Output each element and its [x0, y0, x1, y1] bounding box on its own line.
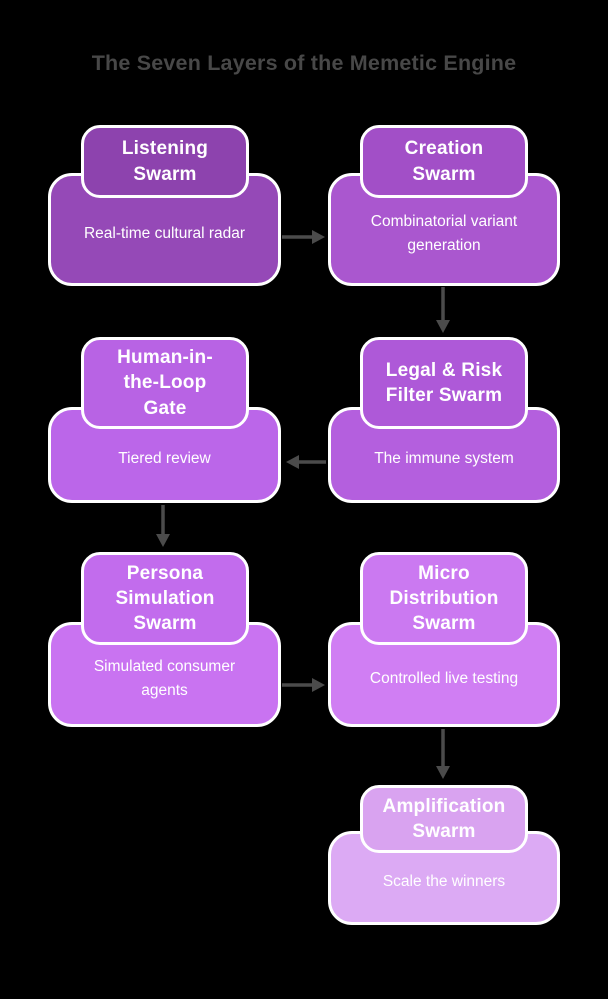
node-micro-dist-label: Micro Distribution Swarm [389, 562, 499, 635]
arrow-micro-to-amplification [436, 729, 450, 779]
arrow-creation-to-legal [436, 287, 450, 333]
node-listening-swarm-label: Listening Swarm [121, 138, 209, 185]
node-persona-sim-label: Persona Simulation Swarm [115, 562, 215, 635]
node-listening-swarm-description: Real-time cultural radar [83, 224, 246, 242]
node-legal-risk-header: Legal & Risk Filter Swarm [360, 337, 528, 429]
arrow-persona-to-micro [282, 678, 325, 692]
node-amplification-description: Scale the winners [382, 873, 506, 891]
node-legal-risk-description: The immune system [374, 450, 514, 468]
node-creation-swarm-description: Combinatorial variant generation [370, 213, 518, 254]
node-human-gate-header: Human-in- the-Loop Gate [81, 337, 249, 429]
node-human-gate-label: Human-in- the-Loop Gate [117, 347, 213, 419]
node-persona-sim-header: Persona Simulation Swarm [81, 552, 249, 645]
node-persona-sim-description: Simulated consumer agents [93, 658, 236, 699]
node-amplification-label: Amplification Swarm [382, 795, 506, 842]
node-listening-swarm-header: Listening Swarm [81, 125, 249, 198]
node-creation-swarm-label: Creation Swarm [404, 138, 484, 185]
arrow-human-to-persona [156, 505, 170, 547]
node-amplification-header: Amplification Swarm [360, 785, 528, 853]
node-micro-dist-header: Micro Distribution Swarm [360, 552, 528, 645]
node-creation-swarm-header: Creation Swarm [360, 125, 528, 198]
arrow-listening-to-creation [282, 230, 325, 244]
node-legal-risk-label: Legal & Risk Filter Swarm [385, 359, 503, 406]
node-micro-dist-description: Controlled live testing [369, 669, 519, 687]
node-human-gate-description: Tiered review [118, 450, 211, 468]
arrow-legal-to-human [286, 455, 326, 469]
diagram-title: The Seven Layers of the Memetic Engine [91, 51, 517, 75]
